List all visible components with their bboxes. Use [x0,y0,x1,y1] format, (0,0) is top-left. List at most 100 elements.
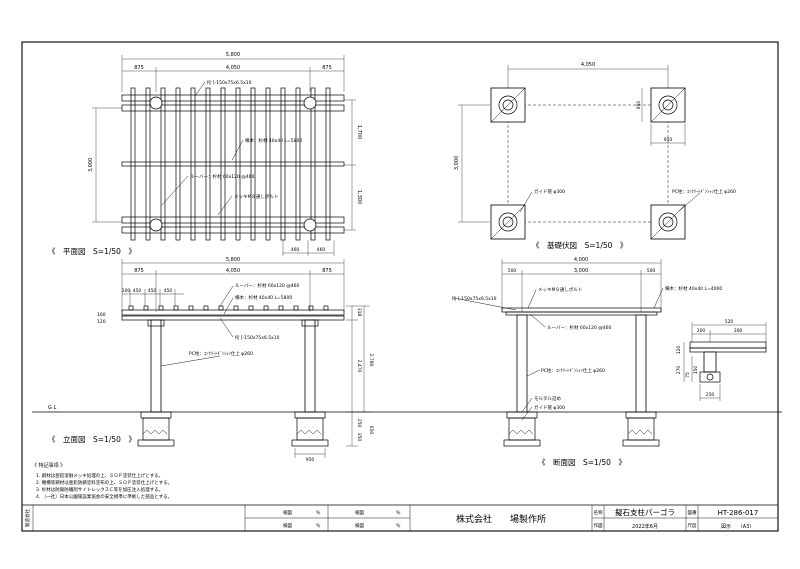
note-item: 1. 鋼材は亜鉛溶融メッキ処理の上、ＳＯＰ塗装仕上げとする。 [36,472,163,479]
name-label: 名称 [594,509,603,516]
section-label-beam: 桁 [-150x75x6.5x10 [452,295,497,302]
elevation-dim-overall: 5,800 [226,257,240,263]
detail-dim-base: 250 [706,392,715,398]
elevation-dim-right: 875 [322,268,332,274]
elevation-view: 5,800 875 4,050 875 200 450 450 450 [32,257,782,463]
section-label-mortar: モルタル詰め [534,395,561,402]
elevation-dim-mid: 4,050 [226,268,240,274]
number-label: 図番 [688,509,697,516]
check-value: ％ [316,523,321,529]
foundation-pad [490,204,526,240]
company-name: 株式会社 場製作所 [456,513,546,525]
section-dim-mid: 3,000 [574,268,588,274]
plan-column [149,218,163,232]
detail-dim-a: 200 [697,328,706,334]
elevation-dim-base-w: 950 [306,457,315,463]
plan-louvers [130,87,331,241]
gl-label: G L [48,405,56,411]
elevation-dim-left: 875 [134,268,144,274]
date-label: 作図 [594,522,603,529]
check-value: ％ [316,510,321,516]
elevation-dim-h-base3: 350 [356,433,362,442]
plan-title: 《 平面図 S=1/50 》 [48,247,136,256]
scale-paper: （A3） [738,524,755,530]
plan-view: 5,800 875 4,050 875 3,000 1,700 1,300 [48,52,362,256]
foundation-dim-depth: 3,000 [454,156,460,170]
plan-dim-btm-b: 460 [317,247,326,253]
foundation-label-pc: PC柱：ｺﾝｸﾘｰﾄｷﾞﾝｼｬﾝ仕上 φ260 [672,188,736,195]
foundation-dim-pad-v: 950 [636,101,642,110]
detail-dim-w: 520 [725,319,734,325]
elevation-louver-ends [128,305,329,311]
elevation-dim-h-mid: 120 [97,319,106,325]
plan-dim-mid: 4,050 [226,65,240,71]
section-label-pc: PC柱：ｺﾝｸﾘｰﾄｷﾞﾝｼｬﾝ仕上 φ260 [541,367,605,374]
check-value: ％ [396,523,401,529]
elevation-title: 《 立面図 S=1/50 》 [48,434,136,444]
plan-column [303,96,317,110]
plan-label-bolt: メッキM８通しボルト [234,193,278,200]
elevation-label-strut: 横木：杉材 40x40 L=5800 [235,294,292,301]
section-title: 《 断面図 S=1/50 》 [538,457,626,467]
check-label: 検図 [283,509,292,516]
notes-title: 《 特記事項 》 [32,462,65,469]
elevation-dim-h-total: 2,780 [368,354,374,367]
foundation-label-guide: ガイド管 φ300 [534,188,565,195]
note-item: 4. （一社）日本公園施設業協会の安全規準に準拠した部品とする。 [36,493,172,500]
elevation-dim-s4: 450 [164,288,173,294]
elevation-label-louver: ルーバー：杉材 60x120 @460 [235,282,300,289]
plan-dim-btm-a: 460 [291,247,300,253]
plan-dim-overall: 5,800 [226,52,240,58]
foundation-dim-pad: 950 [664,137,673,143]
detail-dim-h3: 75 [685,372,691,378]
section-label-bolt: メッキM８通しボルト [538,286,582,293]
plan-dim-depth: 3,000 [88,158,94,172]
check-label: 検図 [283,522,292,529]
check-label: 検図 [355,509,364,516]
section-label-guide: ガイド管 φ300 [534,404,565,411]
sheet-border [21,41,779,532]
note-item: 2. 機構等鋼材は亜鉛防錆塗料塗布の上、ＳＯＰ塗装仕上げとする。 [36,479,172,486]
detail-dim-h2: 270 [676,366,682,375]
section-dim-overall: 4,000 [574,257,588,263]
elevation-column [304,319,316,413]
title-block: 製造会社 検図 ％ 検図 ％ 検図 ％ 検図 ％ 株式会社 場製作所 名称 擬石… [22,504,778,531]
plan-label-louver: ルーバー：杉材 60x120 @460 [190,173,255,180]
section-dim-right: 500 [647,268,656,274]
plan-column [303,218,317,232]
drawing-number: HT-286-017 [718,509,759,517]
elevation-dim-s1: 200 [122,288,131,294]
elevation-dim-s3: 450 [148,288,157,294]
section-column [635,314,647,413]
note-item: 3. 杉材は防腐防蟻剤サイトレックスＣ等を加圧注入処理する。 [36,486,163,493]
elevation-dim-s2: 450 [133,288,142,294]
plan-dim-right: 875 [322,65,332,71]
special-notes: 《 特記事項 》 1. 鋼材は亜鉛溶融メッキ処理の上、ＳＯＰ塗装仕上げとする。 … [32,462,172,500]
scale-name: 図示 [721,524,731,530]
plan-column [149,96,163,110]
elevation-label-beam: 桁 [-150x75x6.5x10 [235,334,280,341]
plan-label-beam: 桁 [-150x75x6.5x10 [207,79,252,86]
section-dim-left: 500 [508,268,517,274]
plan-dim-half-bot: 1,300 [356,190,362,204]
detail-dim-b: 300 [734,328,743,334]
check-value: ％ [396,510,401,516]
foundation-title: 《 基礎伏図 S=1/50 》 [532,240,627,250]
section-label-strut: 横木：杉材 40x40 L=4000 [665,285,722,292]
detail-dim-h1: 120 [676,346,682,355]
detail-dim-h4: 150 [693,366,699,375]
foundation-view: 4,050 3,000 [454,62,736,250]
plan-label-strut: 横木：杉材 40x40 L=5800 [245,137,302,144]
plan-dim-left: 875 [134,65,144,71]
foundation-pad [490,87,526,123]
elevation-dim-h-col: 2,470 [356,360,362,373]
elevation-label-pc: PC柱：ｺﾝｸﾘｰﾄｷﾞﾝｼｬﾝ仕上 φ260 [189,350,253,357]
elevation-column [150,319,162,413]
detail-view: 520 200 300 250 120 270 75 150 [676,319,767,401]
elevation-dim-h-beam: 160 [97,312,106,318]
foundation-pad [650,204,686,240]
elevation-dim-h-base2: 650 [368,426,374,435]
elevation-dim-h-base1: 250 [356,419,362,428]
